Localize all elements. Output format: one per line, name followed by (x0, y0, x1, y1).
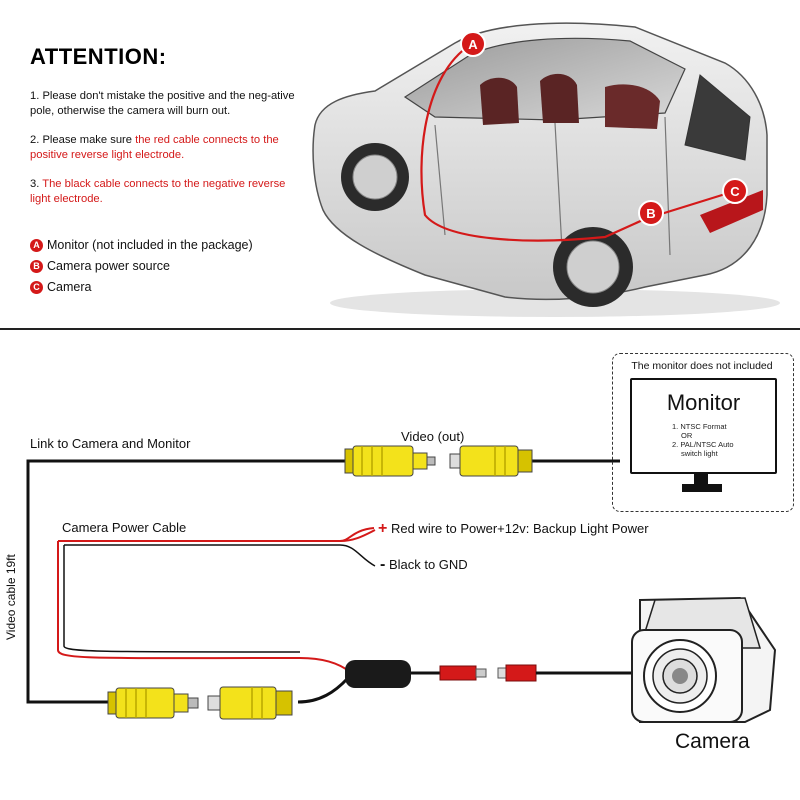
badge-b: B (30, 259, 43, 273)
monitor-specs: 1. NTSC Format OR 2. PAL/NTSC Auto switc… (672, 422, 734, 458)
power-cable-label: Camera Power Cable (62, 520, 187, 535)
camera-housing (631, 596, 777, 723)
car-illustration: A B C (312, 22, 780, 317)
splitter-box (345, 660, 411, 688)
monitor-spec-2a: 2. PAL/NTSC Auto (672, 440, 734, 449)
video-out-label: Video (out) (401, 429, 465, 444)
legend-item-power: B Camera power source (30, 259, 170, 273)
badge-a: A (30, 238, 43, 252)
note-polarity: 1. Please don't mistake the positive and… (30, 89, 305, 119)
minus-sign: - (380, 556, 386, 573)
yellow-connector-bottom-right (207, 686, 293, 720)
note-black-prefix: 3. (30, 178, 43, 190)
legend-label-power: Camera power source (47, 259, 170, 273)
marker-b: B (638, 200, 664, 226)
monitor-stand (682, 472, 722, 492)
legend-item-camera: C Camera (30, 280, 91, 294)
monitor-spec-1: 1. NTSC Format (672, 422, 727, 431)
svg-text:C: C (730, 184, 740, 199)
camera-label: Camera (675, 730, 750, 753)
link-label: Link to Camera and Monitor (30, 436, 191, 451)
black-wire-note: - Black to GND (380, 556, 468, 574)
power-black-wire (63, 545, 301, 653)
badge-c: C (30, 280, 43, 294)
monitor-title: Monitor (666, 390, 741, 415)
monitor-spec-2b: switch light (681, 449, 718, 458)
yellow-connector-bottom-left (107, 687, 199, 719)
legend-item-monitor: A Monitor (not included in the package) (30, 238, 253, 252)
section-divider (0, 328, 800, 330)
wiring-diagram (26, 445, 777, 723)
note-red-cable: 2. Please make sure the red cable connec… (30, 133, 305, 163)
note-black-text: The black cable connects to the negative… (30, 178, 286, 205)
monitor-note: The monitor does not included (631, 360, 773, 372)
legend-label-monitor: Monitor (not included in the package) (47, 238, 253, 252)
svg-text:B: B (646, 206, 655, 221)
black-wire-label: Black to GND (388, 557, 468, 572)
video-cable-label: Video cable 19ft (4, 554, 18, 640)
red-connector-left (439, 665, 487, 681)
video-cable (26, 459, 345, 704)
red-wire-note: + Red wire to Power+12v: Backup Light Po… (378, 520, 649, 538)
red-wire-label: Red wire to Power+12v: Backup Light Powe… (390, 521, 649, 536)
monitor-box (612, 353, 794, 512)
note-red-prefix: 2. Please make sure (30, 134, 136, 146)
legend-label-camera: Camera (47, 280, 92, 294)
marker-c: C (722, 178, 748, 204)
red-connector-right (497, 664, 537, 682)
note-polarity-text: 1. Please don't mistake the positive and… (30, 90, 295, 117)
yellow-connector-top-left (344, 445, 436, 477)
note-red-text: the red cable connects to the positive r… (30, 134, 279, 161)
power-red-wire (57, 541, 351, 673)
plus-sign: + (378, 520, 388, 537)
marker-a: A (460, 31, 486, 57)
yellow-connector-top-right (449, 445, 533, 477)
svg-text:A: A (468, 37, 478, 52)
attention-title: ATTENTION: (30, 44, 167, 69)
monitor-spec-or: OR (681, 431, 693, 440)
note-black-cable: 3. The black cable connects to the negat… (30, 177, 305, 207)
